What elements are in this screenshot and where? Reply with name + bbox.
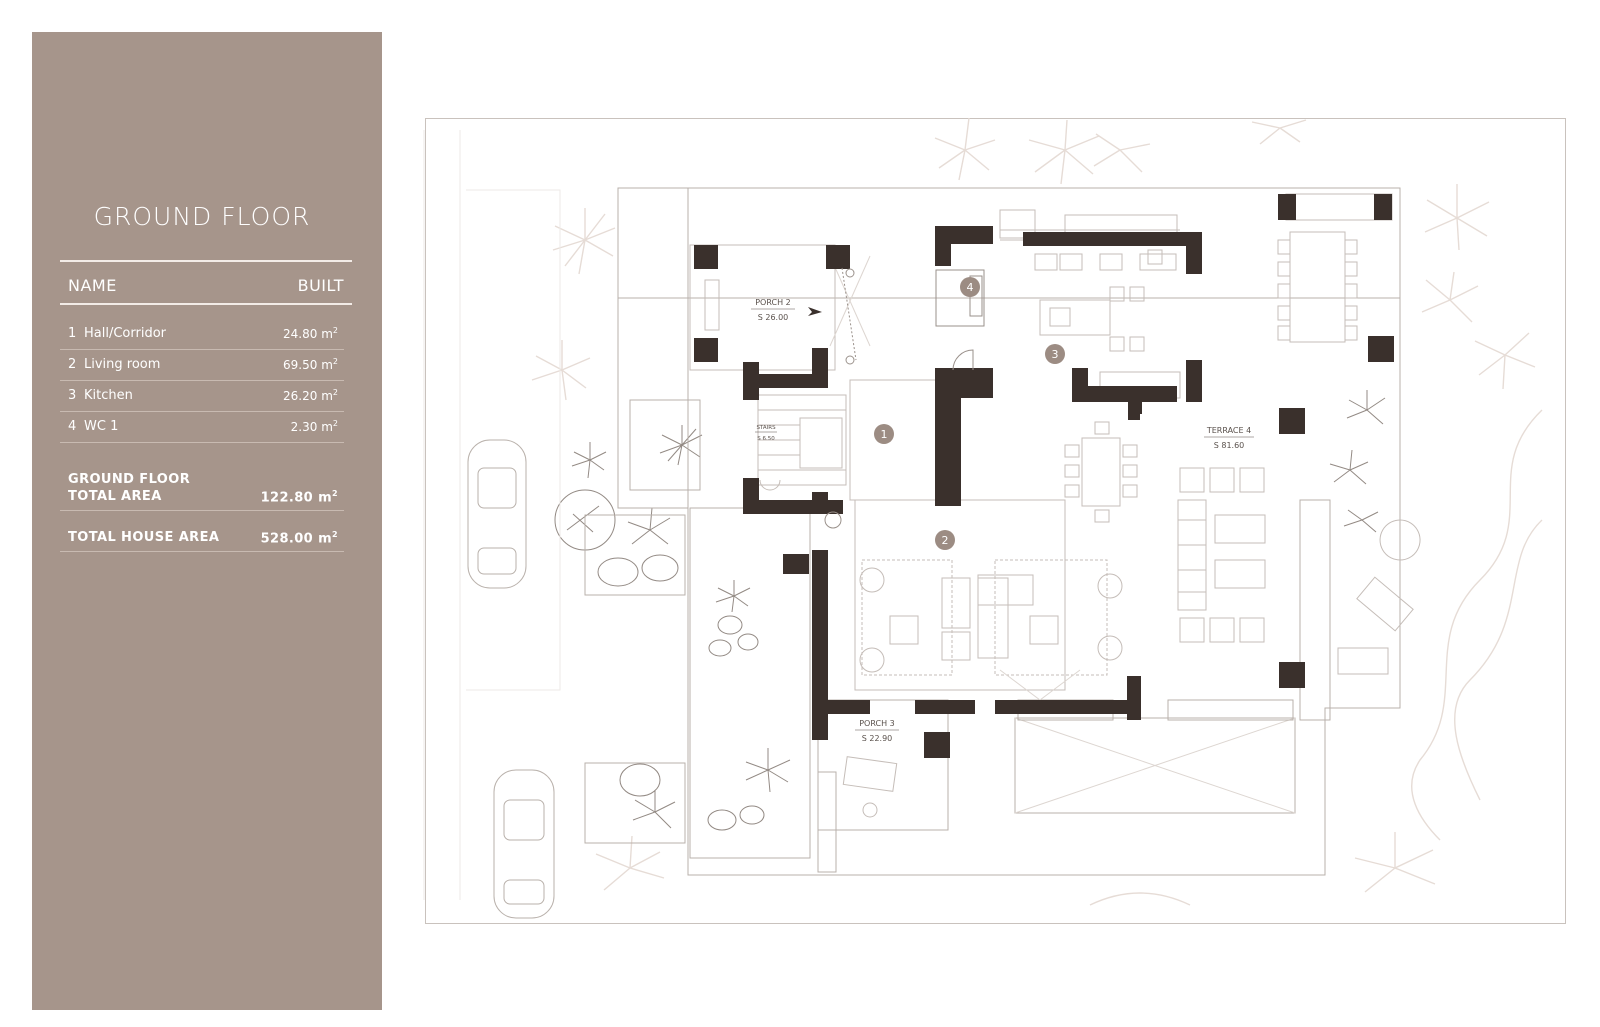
room-number: 4 [68,419,77,434]
column-header-name: NAME [68,276,117,295]
site-outlines [423,130,1401,919]
room-row: 1 Hall/Corridor 24.80 m2 [60,318,344,350]
room-area: 24.80 m2 [283,326,338,341]
stairs-label: STAIRS [756,425,776,431]
room-row: 3 Kitchen 26.20 m2 [60,380,344,412]
room-name: Living room [84,357,161,372]
column-header-built: BUILT [297,276,344,295]
porch-2-area: S 26.00 [758,313,789,322]
room-name: Kitchen [84,388,133,403]
interior-lines [689,193,1421,818]
terrace-4-label: TERRACE 4 [1206,426,1251,435]
room-marker-2 [935,530,955,550]
house-total-label: TOTAL HOUSE AREA [68,530,220,545]
floor-title: GROUND FLOOR [93,202,311,231]
plan-frame [425,118,1566,924]
terrace-4-area: S 81.60 [1214,441,1245,450]
room-markers: 1 2 3 4 [874,277,1065,550]
room-area: 2.30 m2 [290,419,338,434]
room-row: 4 WC 1 2.30 m2 [60,411,344,443]
room-area: 69.50 m2 [283,357,338,372]
room-marker-3-label: 3 [1052,348,1059,361]
room-marker-4-label: 4 [967,281,974,294]
entry-arrow-icon [808,307,822,316]
room-area: 26.20 m2 [283,388,338,403]
porch-2-label: PORCH 2 [755,298,791,307]
room-marker-3 [1045,344,1065,364]
room-name: Hall/Corridor [84,326,166,341]
room-number: 2 [68,357,77,372]
room-marker-2-label: 2 [942,534,949,547]
room-marker-4 [960,277,980,297]
room-row: 2 Living room 69.50 m2 [60,349,344,381]
room-name: WC 1 [84,419,119,434]
room-marker-1-label: 1 [881,428,888,441]
room-number: 1 [68,326,77,341]
walls [694,194,1394,758]
room-number: 3 [68,388,77,403]
header-divider [60,303,352,305]
porch-3-area: S 22.90 [862,734,893,743]
door-swings [824,267,985,529]
house-total: TOTAL HOUSE AREA 528.00 m2 [60,530,344,552]
stairs-area: S 6.50 [757,436,775,442]
landscape-plants [531,117,1543,906]
house-total-value: 528.00 m2 [260,529,338,546]
porch-3-label: PORCH 3 [859,719,895,728]
floor-total-value: 122.80 m2 [260,488,338,505]
space-labels: PORCH 2 S 26.00 PORCH 3 S 22.90 TERRACE … [751,298,1254,743]
room-marker-1 [874,424,894,444]
title-divider [60,260,352,262]
area-panel: GROUND FLOOR NAME BUILT 1 Hall/Corridor … [32,32,382,1010]
